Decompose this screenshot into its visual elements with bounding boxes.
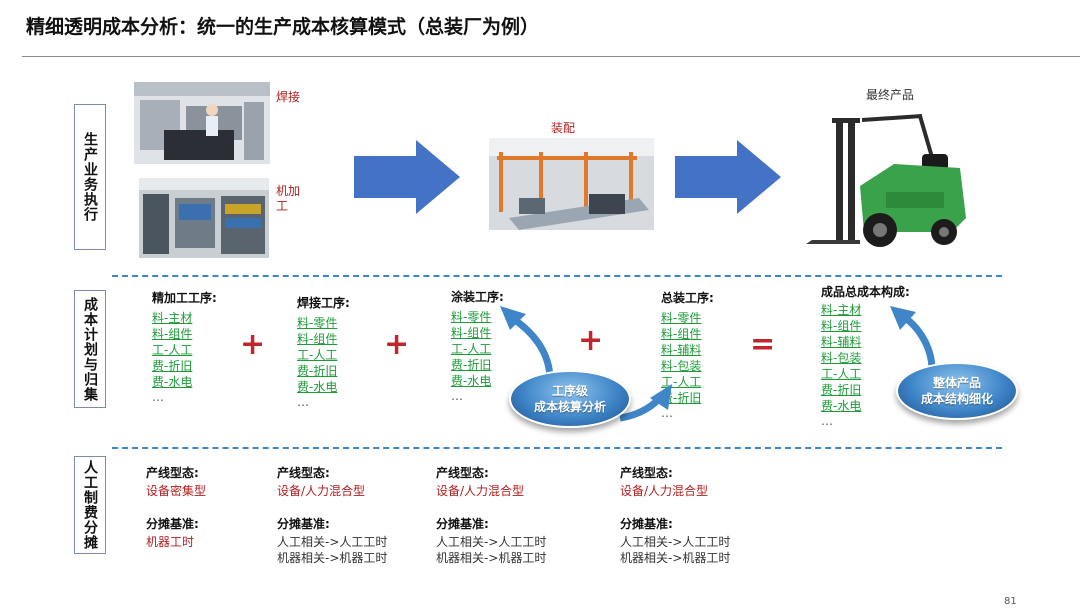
cost-item[interactable]: 费-折旧 xyxy=(821,383,862,397)
forklift-image xyxy=(806,114,966,247)
allocation-basis-value: 人工相关->人工工时 xyxy=(620,535,731,549)
section-planning-label: 成本计划与归集 xyxy=(82,296,98,402)
page-number: 81 xyxy=(1004,596,1017,607)
cost-item[interactable]: 工-人工 xyxy=(451,342,492,356)
cost-item[interactable]: 料-零件 xyxy=(297,316,338,330)
curved-arrow-product xyxy=(890,306,936,371)
machining-label: 机加工 xyxy=(276,184,301,213)
cost-item[interactable]: 料-组件 xyxy=(661,327,702,341)
cost-head-machining: 精加工工序: xyxy=(152,291,217,305)
allocation-basis-value: 机器相关->机器工时 xyxy=(620,551,731,565)
plus-sign-2: + xyxy=(384,327,410,362)
allocation-basis-value: 人工相关->人工工时 xyxy=(436,535,547,549)
equals-sign: = xyxy=(750,327,776,362)
allocation-column-1: 产线型态: 设备密集型 分摊基准: 机器工时 xyxy=(146,464,206,550)
product-analysis-oval: 整体产品 成本结构细化 xyxy=(896,362,1018,420)
allocation-basis-value: 人工相关->人工工时 xyxy=(277,535,388,549)
cost-item[interactable]: 料-主材 xyxy=(152,311,193,325)
allocation-basis-label: 分摊基准: xyxy=(146,517,199,531)
line-type-value: 设备/人力混合型 xyxy=(620,484,709,498)
cost-item[interactable]: 工-人工 xyxy=(152,343,193,357)
oval-text: 工序级 xyxy=(551,384,588,398)
line-type-value: 设备密集型 xyxy=(146,484,207,498)
cost-more: … xyxy=(297,395,309,409)
cost-item[interactable]: 料-包装 xyxy=(821,351,862,365)
cost-item[interactable]: 料-辅料 xyxy=(821,335,862,349)
cost-item[interactable]: 费-水电 xyxy=(152,375,193,389)
allocation-column-4: 产线型态: 设备/人力混合型 分摊基准: 人工相关->人工工时 机器相关->机器… xyxy=(620,464,730,566)
section-divider-1 xyxy=(112,275,1002,277)
cost-column-finished: 成品总成本构成: 料-主材 料-组件 料-辅料 料-包装 工-人工 费-折旧 费… xyxy=(821,283,910,428)
welding-photo xyxy=(134,82,270,164)
process-analysis-oval: 工序级 成本核算分析 xyxy=(509,370,631,428)
cost-item[interactable]: 费-水电 xyxy=(297,380,338,394)
cost-head-painting: 涂装工序: xyxy=(451,290,504,304)
cost-item[interactable]: 费-折旧 xyxy=(152,359,193,373)
line-type-label: 产线型态: xyxy=(146,466,199,480)
allocation-basis-value: 机器工时 xyxy=(146,535,195,549)
line-type-label: 产线型态: xyxy=(436,466,489,480)
section-divider-2 xyxy=(112,447,1002,449)
cost-item[interactable]: 料-零件 xyxy=(661,311,702,325)
section-production: 生产业务执行 xyxy=(74,104,106,250)
cost-item[interactable]: 工-人工 xyxy=(821,367,862,381)
cost-item[interactable]: 料-组件 xyxy=(152,327,193,341)
welding-label: 焊接 xyxy=(276,90,301,104)
cost-item[interactable]: 费-水电 xyxy=(451,374,492,388)
section-labor: 人工制费分摊 xyxy=(74,456,106,554)
cost-item[interactable]: 料-辅料 xyxy=(661,343,702,357)
machining-photo xyxy=(139,178,269,258)
cost-item[interactable]: 工-人工 xyxy=(297,348,338,362)
cost-item[interactable]: 料-零件 xyxy=(451,310,492,324)
section-production-label: 生产业务执行 xyxy=(82,132,98,222)
allocation-column-3: 产线型态: 设备/人力混合型 分摊基准: 人工相关->人工工时 机器相关->机器… xyxy=(436,464,546,566)
cost-more: … xyxy=(451,389,463,403)
assembly-photo xyxy=(489,138,654,230)
plus-sign-1: + xyxy=(240,327,266,362)
allocation-basis-value: 机器相关->机器工时 xyxy=(277,551,388,565)
allocation-basis-label: 分摊基准: xyxy=(620,517,673,531)
cost-item[interactable]: 料-包装 xyxy=(661,359,702,373)
cost-item[interactable]: 料-主材 xyxy=(821,303,862,317)
cost-head-welding: 焊接工序: xyxy=(297,296,350,310)
line-type-label: 产线型态: xyxy=(277,466,330,480)
page-title: 精细透明成本分析：统一的生产成本核算模式（总装厂为例） xyxy=(26,16,540,38)
final-product-label: 最终产品 xyxy=(866,88,915,102)
cost-item[interactable]: 费-水电 xyxy=(821,399,862,413)
oval-text: 成本核算分析 xyxy=(533,400,606,414)
cost-item[interactable]: 费-折旧 xyxy=(451,358,492,372)
assembly-label: 装配 xyxy=(551,121,576,135)
section-planning: 成本计划与归集 xyxy=(74,290,106,408)
oval-text: 整体产品 xyxy=(932,376,981,390)
cost-item[interactable]: 料-组件 xyxy=(821,319,862,333)
allocation-basis-value: 机器相关->机器工时 xyxy=(436,551,547,565)
cost-item[interactable]: 料-组件 xyxy=(451,326,492,340)
flow-arrow-2 xyxy=(675,140,781,214)
cost-item[interactable]: 费-折旧 xyxy=(661,391,702,405)
allocation-basis-label: 分摊基准: xyxy=(436,517,489,531)
cost-item[interactable]: 费-折旧 xyxy=(297,364,338,378)
allocation-basis-label: 分摊基准: xyxy=(277,517,330,531)
allocation-column-2: 产线型态: 设备/人力混合型 分摊基准: 人工相关->人工工时 机器相关->机器… xyxy=(277,464,387,566)
line-type-value: 设备/人力混合型 xyxy=(436,484,525,498)
cost-column-welding: 焊接工序: 料-零件 料-组件 工-人工 费-折旧 费-水电 … xyxy=(297,294,350,409)
oval-text: 成本结构细化 xyxy=(920,392,993,406)
cost-head-final-assembly: 总装工序: xyxy=(661,291,714,305)
cost-more: … xyxy=(661,406,673,420)
section-labor-label: 人工制费分摊 xyxy=(82,460,98,550)
cost-column-painting: 涂装工序: 料-零件 料-组件 工-人工 费-折旧 费-水电 … xyxy=(451,288,504,403)
line-type-label: 产线型态: xyxy=(620,466,673,480)
title-divider xyxy=(22,56,1080,57)
cost-more: … xyxy=(152,390,164,404)
cost-head-finished: 成品总成本构成: xyxy=(821,285,910,299)
flow-arrow-1 xyxy=(354,140,460,214)
cost-item[interactable]: 料-组件 xyxy=(297,332,338,346)
cost-column-machining: 精加工工序: 料-主材 料-组件 工-人工 费-折旧 费-水电 … xyxy=(152,289,217,404)
line-type-value: 设备/人力混合型 xyxy=(277,484,366,498)
plus-sign-3: + xyxy=(578,323,604,358)
cost-more: … xyxy=(821,414,833,428)
